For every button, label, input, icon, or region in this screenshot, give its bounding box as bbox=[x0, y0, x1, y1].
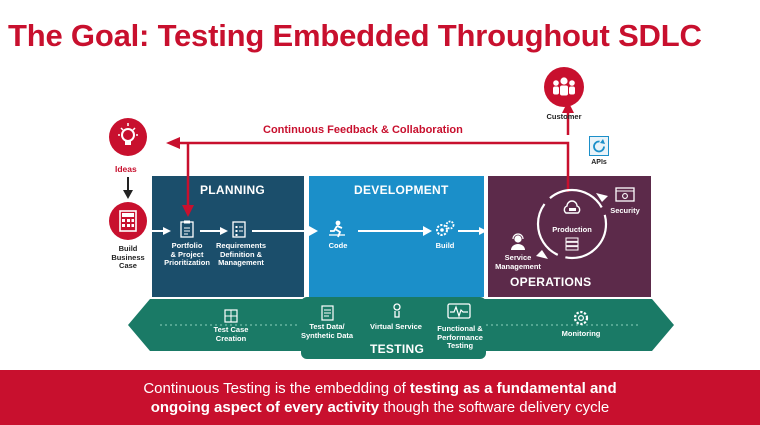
build-business-case-label: Build Business Case bbox=[111, 244, 145, 271]
planning-title: PLANNING bbox=[200, 183, 266, 197]
planning-panel bbox=[152, 176, 304, 297]
development-title: DEVELOPMENT bbox=[354, 183, 449, 197]
lightbulb-icon bbox=[109, 118, 147, 156]
gears-icon bbox=[436, 220, 455, 236]
footer-line-2-normal: though the software delivery cycle bbox=[379, 399, 610, 416]
apis-label: APIs bbox=[591, 159, 607, 166]
test-case-creation-label: Test Case Creation bbox=[213, 325, 249, 343]
page-title: The Goal: Testing Embedded Throughout SD… bbox=[8, 18, 702, 53]
production-label: Production bbox=[552, 225, 592, 234]
requirements-icon bbox=[232, 221, 246, 238]
operations-title: OPERATIONS bbox=[510, 275, 592, 289]
ideas-label: Ideas bbox=[115, 164, 137, 174]
api-refresh-icon bbox=[589, 136, 609, 156]
testing-title: TESTING bbox=[370, 342, 425, 356]
security-label: Security bbox=[610, 206, 640, 215]
footer-banner bbox=[0, 370, 760, 425]
server-rack-icon bbox=[565, 237, 579, 251]
code-runner-icon bbox=[329, 220, 345, 238]
portfolio-label: Portfolio & Project Prioritization bbox=[164, 241, 210, 268]
monitoring-gear-icon bbox=[573, 310, 589, 326]
test-data-label: Test Data/ Synthetic Data bbox=[300, 322, 354, 340]
code-label: Code bbox=[328, 241, 348, 250]
operations-panel bbox=[488, 176, 651, 297]
build-label: Build bbox=[435, 241, 455, 250]
customer-label: Customer bbox=[546, 112, 582, 121]
service-management-label: Service Management bbox=[495, 253, 541, 271]
footer-line-1: Continuous Testing is the embedding of t… bbox=[0, 380, 760, 397]
footer-line-2: ongoing aspect of every activity though … bbox=[0, 399, 760, 416]
calculator-icon bbox=[109, 202, 147, 240]
test-data-icon bbox=[321, 305, 334, 321]
service-management-icon bbox=[511, 233, 525, 250]
feedback-label: Continuous Feedback & Collaboration bbox=[263, 124, 463, 136]
functional-performance-label: Functional & Performance Testing bbox=[437, 324, 483, 351]
footer-line-1-bold: testing as a fundamental and bbox=[409, 380, 617, 397]
footer-line-1-normal: Continuous Testing is the embedding of bbox=[143, 380, 410, 397]
performance-monitor-icon bbox=[447, 303, 471, 319]
virtual-service-label: Virtual Service bbox=[370, 322, 422, 331]
customer-icon bbox=[544, 67, 584, 107]
virtual-service-icon bbox=[393, 303, 401, 318]
security-icon bbox=[615, 187, 635, 202]
requirements-label: Requirements Definition & Management bbox=[215, 241, 266, 268]
footer-line-2-bold: ongoing aspect of every activity bbox=[150, 399, 380, 416]
cloud-server-icon bbox=[563, 200, 581, 214]
test-case-creation-icon bbox=[224, 309, 238, 323]
monitoring-label: Monitoring bbox=[561, 329, 601, 338]
clipboard-icon bbox=[180, 220, 194, 238]
